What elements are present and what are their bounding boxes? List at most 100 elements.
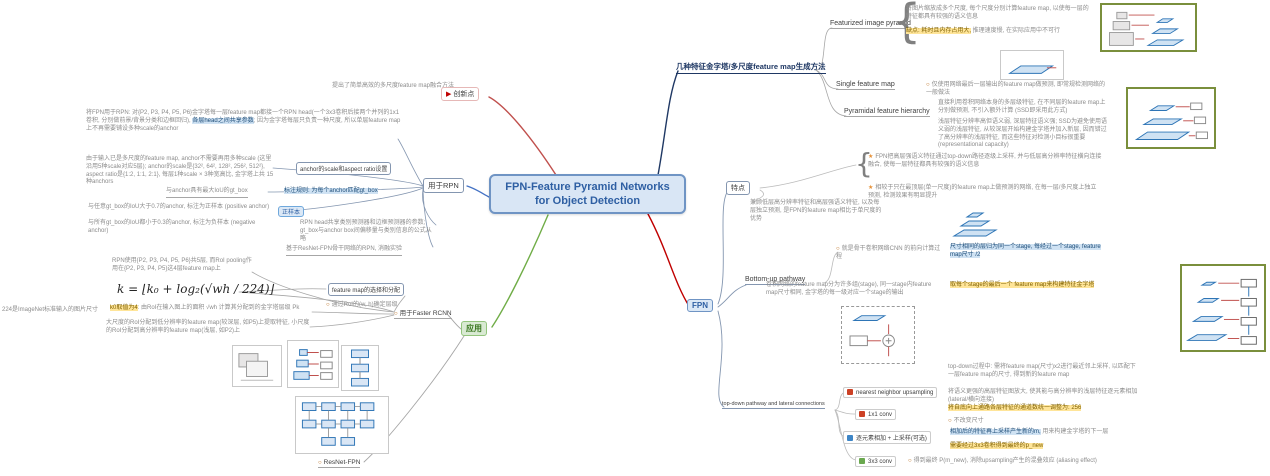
- topic-pyramidal-feature-hierarchy[interactable]: Pyramidal feature hierarchy: [844, 108, 930, 117]
- rpn-share-note-text: RPN head共享类别预测器和边框预测器的参数; gt_box与anchor …: [300, 220, 432, 242]
- circle-marker-icon: ○: [836, 246, 840, 252]
- topic-nearest-neighbor-upsampling[interactable]: nearest neighbor upsampling: [843, 387, 938, 398]
- rpn-head-note-a: 将FPN用于RPN: 对{P2, P3, P4, P5, P6}金字塔每一层fe…: [86, 110, 400, 124]
- central-topic[interactable]: FPN-Feature Pyramid Networks for Object …: [489, 174, 686, 214]
- faster-assign-note-text: 通过RoI的(w, h)确定层级: [331, 302, 398, 308]
- rpn-gt-note[interactable]: 与anchor具有最大IoU的gt_box: [166, 188, 248, 198]
- resnet-fpn-architecture-image[interactable]: [295, 396, 389, 454]
- faster-assign-box[interactable]: feature map的选择和分配: [328, 283, 405, 296]
- featurized-note-2[interactable]: 缺点: 耗时且内存占用大, 推理速度慢, 在实际应用中不可行: [906, 28, 1094, 36]
- traits-note-3-text: 兼顾低层高分辨率特征和高层强语义特征, 以及每层独立预测, 是FPN的featu…: [750, 200, 882, 222]
- bottomup-note-3-text: 卷积网络的feature map分为许多组(stage), 同一stage内fe…: [766, 282, 932, 296]
- featurized-note-1-text: 将图片缩放成多个尺度, 每个尺度分别计算feature map, 以使每一层的特…: [906, 6, 1089, 20]
- rpn-negative-note[interactable]: 与所有gt_box的IoU都小于0.3的anchor, 标注为负样本 (nega…: [88, 220, 272, 236]
- branch-line-fpn: [647, 213, 690, 307]
- roi-level-formula[interactable]: k = ⌊k₀ + log₂(√wh / 224)⌋: [117, 282, 274, 296]
- pyramidal-note-1[interactable]: 直接利用卷积网络本身的多层级特征, 在不同层的feature map上分别做预测…: [938, 100, 1110, 116]
- circle-marker-icon: ○: [926, 82, 930, 88]
- add-note-2-highlight: 需要经过3x3卷积得到最终的p_new: [950, 443, 1044, 449]
- upsampling-note-1-text: top-down过程中: 需将feature map(尺寸)x2进行最近邻上采样…: [948, 364, 1136, 378]
- featurized-note-2-highlight: 缺点: 耗时且内存占用大,: [906, 28, 972, 34]
- branch-fpn[interactable]: FPN: [687, 299, 713, 312]
- faster-thumbnail-1[interactable]: [232, 345, 282, 387]
- branch-application-label: 应用: [466, 324, 482, 333]
- traits-note-2[interactable]: ★相较于只在最顶层(单一尺度)的feature map上做预测的网络, 在每一层…: [868, 185, 1098, 201]
- topic-resnet-fpn[interactable]: ○ResNet-FPN: [318, 459, 361, 468]
- lateral-connection-block-image[interactable]: [841, 306, 915, 364]
- rpn-positive-note-text: 与任意gt_box的IoU大于0.7的anchor, 标注为正样本 (posit…: [88, 204, 270, 210]
- rpn-share-note[interactable]: RPN head共享类别预测器和边框预测器的参数; gt_box与anchor …: [300, 220, 436, 243]
- topic-single-feature-map[interactable]: Single feature map: [836, 81, 895, 90]
- rpn-ablation-note[interactable]: 基于ResNet-FPN骨干网络的RPN, 消融实验: [286, 246, 403, 256]
- fpn-architecture-image[interactable]: [1180, 264, 1266, 352]
- topic-featurized-label: Featurized image pyramid: [830, 20, 911, 27]
- resnet-fpn-architecture-figure: [301, 402, 375, 446]
- rpn-anchor-note[interactable]: 由于输入已是多尺度的feature map, anchor不需要再用多种scal…: [86, 156, 274, 187]
- topic-faster-rcnn[interactable]: ○用于Faster RCNN: [394, 307, 452, 319]
- faster-assign-box-label: feature map的选择和分配: [332, 288, 401, 294]
- single-feature-map-image[interactable]: [1000, 50, 1064, 80]
- upsampling-note-2-text: 将语义更强的高层特征图放大, 使其能与高分辨率的浅层特征逐元素相加 (later…: [948, 389, 1138, 403]
- single-note-1[interactable]: ○仅使用网络最后一层输出的feature map做预测, 即常规检测网络的一般做…: [926, 82, 1106, 98]
- topic-3x3-conv[interactable]: 3x3 conv: [855, 456, 897, 467]
- traits-note-1[interactable]: ★FPN把高层强语义特征通过top-down路径逐级上采样, 并与低层高分辨率特…: [868, 154, 1106, 170]
- pyramidal-hierarchy-image[interactable]: [1126, 87, 1216, 149]
- pyramidal-note-2-text: 浅层特征分辨率高但语义弱, 深层特征语义强; SSD为避免使用语义弱的浅层特征,…: [938, 119, 1108, 149]
- topic-bottom-up-label: Bottom-up pathway: [745, 276, 806, 283]
- roi-level-formula-text: k = ⌊k₀ + log₂(√wh / 224)⌋: [117, 282, 275, 296]
- faster-thumbnail-2[interactable]: [287, 340, 339, 388]
- topic-elementwise-add-label: 逐元素相加 + 上采样(可选): [856, 436, 927, 442]
- conv1-note-2[interactable]: ○不改变尺寸: [948, 418, 1068, 426]
- rpn-positive-tag[interactable]: 正样本: [278, 206, 305, 217]
- topic-bottom-up-pathway[interactable]: Bottom-up pathway: [745, 276, 806, 285]
- topic-fpn-traits[interactable]: 特点: [726, 181, 750, 195]
- add-note-1[interactable]: 相加后的特征再上采样产生新的m, 用来构建金字塔的下一层: [950, 429, 1136, 437]
- faster-k0-rest: : 由RoI在输入图上的面积 √wh 计算其分配到的金字塔层级 Pk: [137, 305, 300, 311]
- featurized-brace-icon: {: [892, 0, 922, 48]
- featurized-note-1[interactable]: 将图片缩放成多个尺度, 每个尺度分别计算feature map, 以使每一层的特…: [906, 6, 1094, 22]
- topic-3x3-conv-label: 3x3 conv: [868, 459, 893, 465]
- bottomup-note-2[interactable]: 尺寸相同的层归为同一个stage, 每经过一个stage, feature ma…: [950, 244, 1104, 260]
- branch-innovation[interactable]: ▶创新点: [441, 87, 480, 101]
- rpn-positive-note[interactable]: 与任意gt_box的IoU大于0.7的anchor, 标注为正样本 (posit…: [88, 204, 272, 212]
- branch-methods[interactable]: 几种特征金字塔/多尺度feature map生成方法: [676, 61, 826, 74]
- rpn-rule-note[interactable]: 标注规则: 为每个anchor匹配gt_box: [284, 188, 378, 196]
- pyramidal-note-2[interactable]: 浅层特征分辨率高但语义弱, 深层特征语义强; SSD为避免使用语义弱的浅层特征,…: [938, 119, 1110, 150]
- add-note-2[interactable]: 需要经过3x3卷积得到最终的p_new: [950, 443, 1136, 451]
- rpn-anchor-note-text: 由于输入已是多尺度的feature map, anchor不需要再用多种scal…: [86, 156, 274, 186]
- faster-imagenet-note[interactable]: 224是ImageNet标准输入的图片尺寸: [2, 307, 108, 315]
- topic-top-down-pathway[interactable]: top-down pathway and lateral connections: [722, 401, 825, 409]
- rpn-anchor-settings-label: anchor的scale和aspect ratio设置: [300, 167, 388, 173]
- faster-assign-note[interactable]: ○通过RoI的(w, h)确定层级: [326, 302, 398, 310]
- rpn-anchor-settings-box[interactable]: anchor的scale和aspect ratio设置: [296, 162, 392, 175]
- green-square-icon: [859, 458, 865, 464]
- bottomup-pyramid-image[interactable]: [950, 208, 1012, 240]
- faster-scale-note[interactable]: 大尺度的RoI分配到低分辨率的feature map(较深层, 如P5)上提取特…: [106, 320, 310, 336]
- upsampling-note-2[interactable]: 将语义更强的高层特征图放大, 使其能与高分辨率的浅层特征逐元素相加 (later…: [948, 389, 1138, 405]
- conv1-note-1[interactable]: 将自底向上通路各层特征的通道数统一调整为: 256: [948, 405, 1134, 413]
- rpn-rule-note-highlight: 标注规则: 为每个anchor匹配gt_box: [284, 188, 378, 194]
- rpn-head-note[interactable]: 将FPN用于RPN: 对{P2, P3, P4, P5, P6}金字塔每一层fe…: [86, 110, 404, 133]
- bottomup-note-3[interactable]: 卷积网络的feature map分为许多组(stage), 同一stage内fe…: [766, 282, 938, 298]
- featurized-pyramid-image[interactable]: [1100, 3, 1197, 52]
- faster-thumbnail-2-figure: [293, 349, 333, 380]
- faster-thumbnail-1-figure: [238, 353, 274, 381]
- pyramidal-note-1-text: 直接利用卷积网络本身的多层级特征, 在不同层的feature map上分别做预测…: [938, 100, 1106, 114]
- topic-featurized-image-pyramid[interactable]: Featurized image pyramid: [830, 20, 911, 29]
- topic-elementwise-add[interactable]: 逐元素相加 + 上采样(可选): [843, 431, 931, 444]
- bottomup-note-4[interactable]: 取每个stage的最后一个 feature map来构建特征金字塔: [950, 282, 1104, 290]
- upsampling-note-1[interactable]: top-down过程中: 需将feature map(尺寸)x2进行最近邻上采样…: [948, 364, 1138, 380]
- featurized-note-2-rest: 推理速度慢, 在实际应用中不可行: [971, 28, 1061, 34]
- topic-1x1-conv[interactable]: 1x1 conv: [855, 409, 897, 420]
- faster-layers-note[interactable]: RPN使用{P2, P3, P4, P5, P6}共5层, 而RoI pooli…: [112, 258, 254, 274]
- faster-k0-note[interactable]: k0取值为4: 由RoI在输入图上的面积 √wh 计算其分配到的金字塔层级 Pk: [110, 305, 310, 313]
- bottomup-note-1[interactable]: ○就是骨干卷积网络CNN 的前向计算过程: [836, 246, 946, 262]
- traits-note-3[interactable]: 兼顾低层高分辨率特征和高层强语义特征, 以及每层独立预测, 是FPN的featu…: [750, 200, 884, 223]
- pyramidal-hierarchy-figure: [1134, 102, 1208, 140]
- innovation-note[interactable]: 提出了简单高效的多尺度feature map融合方法: [332, 83, 454, 91]
- branch-application[interactable]: 应用: [461, 321, 487, 336]
- branch-rpn[interactable]: 用于RPN: [423, 178, 464, 193]
- faster-thumbnail-3[interactable]: [341, 345, 379, 391]
- conv3-note-1[interactable]: ○得到最终 P(m_new), 消除upsampling产生的混叠效应 (ali…: [908, 458, 1188, 466]
- faster-imagenet-note-text: 224是ImageNet标准输入的图片尺寸: [2, 307, 99, 313]
